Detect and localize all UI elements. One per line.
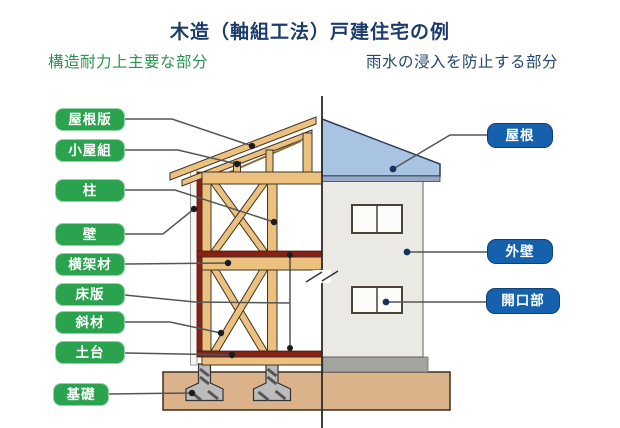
roof-fascia	[321, 175, 441, 182]
roof-board	[169, 116, 317, 181]
wooden-frame	[169, 116, 323, 366]
ridge-post	[302, 132, 313, 173]
connector-dots-structural	[188, 142, 293, 397]
roof-post-mid	[265, 149, 274, 173]
pointer-roof-framing	[125, 149, 238, 165]
pointer-pillar	[125, 189, 275, 223]
floor-board-2f	[196, 250, 323, 258]
label-horizontal-member: 横架材	[55, 253, 125, 276]
finished-house	[321, 117, 441, 373]
legend-structural: 構造耐力上主要な部分	[48, 54, 209, 71]
pointer-wall	[125, 208, 195, 235]
label-roof-board: 屋根版	[55, 108, 125, 131]
window-lower	[351, 286, 403, 314]
foundation-strip	[322, 356, 429, 373]
connector-dots-waterproof	[382, 165, 411, 306]
page-title: 木造（軸組工法）戸建住宅の例	[169, 22, 450, 43]
label-roof-framing: 小屋組	[55, 139, 125, 162]
wall-sheathing-board	[190, 169, 198, 366]
label-pillar: 柱	[55, 179, 125, 202]
roof-panel	[321, 117, 441, 177]
pointer-lines	[107, 118, 487, 395]
pointer-horizontal-member	[124, 262, 229, 265]
concrete-footings	[185, 363, 292, 402]
pointer-foundation	[107, 392, 193, 395]
label-roof: 屋根	[487, 123, 553, 148]
pointer-floor-board	[124, 294, 291, 304]
label-wall: 壁	[55, 223, 125, 246]
label-diagonal-member: 斜材	[55, 311, 125, 334]
sill-beam	[201, 356, 323, 366]
label-foundation: 基礎	[53, 383, 109, 406]
label-opening: 開口部	[486, 288, 560, 314]
pointer-roof-board	[125, 118, 253, 147]
break-mark	[305, 270, 339, 283]
eave-beam	[201, 171, 323, 185]
pointer-diagonal-member	[125, 321, 222, 334]
legend-waterproof: 雨水の浸入を防止する部分	[366, 54, 559, 71]
label-floor-board: 床版	[55, 283, 125, 306]
label-exterior-wall: 外壁	[487, 239, 553, 264]
pointer-roof	[392, 134, 487, 170]
pointer-sill	[124, 352, 233, 356]
label-sill: 土台	[55, 341, 125, 364]
footing-right	[252, 363, 292, 402]
window-upper	[351, 204, 403, 234]
